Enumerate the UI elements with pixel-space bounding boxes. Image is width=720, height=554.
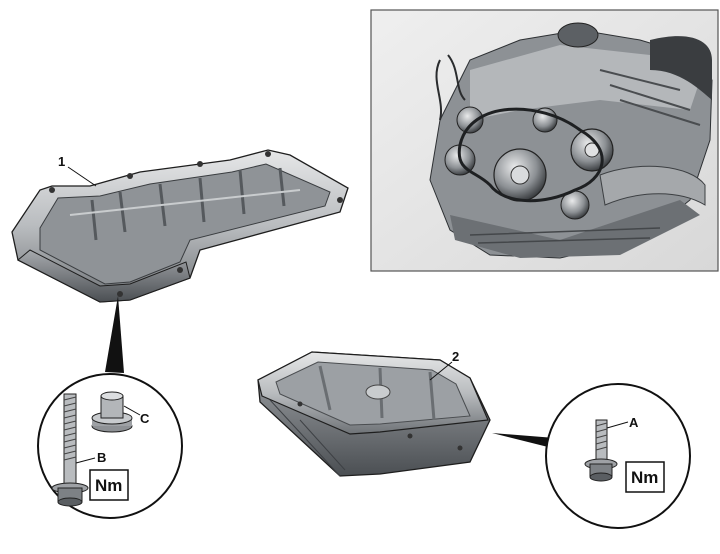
upper-oil-pan: [11, 149, 349, 303]
leader-line-c: [123, 405, 141, 416]
callout-label-c: C: [140, 411, 150, 426]
callout-circle-right: A Nm: [492, 383, 691, 529]
part-label-1: 1: [58, 154, 65, 169]
lower-oil-pan: [257, 351, 491, 477]
callout-label-b: B: [97, 450, 106, 465]
short-bolt-icon: [584, 419, 618, 482]
leader-line-1: [67, 166, 97, 187]
torque-box-left: [89, 469, 129, 501]
callout-label-a: A: [629, 415, 639, 430]
torque-box-right: [625, 461, 665, 493]
callout-circle-left: C B Nm: [37, 296, 183, 519]
leader-line-b: [75, 457, 96, 464]
leader-line-2: [429, 361, 453, 381]
leader-line-a: [606, 421, 629, 429]
long-bolt-icon: [51, 393, 89, 507]
part-label-2: 2: [452, 349, 459, 364]
torque-label-left: Nm: [95, 476, 122, 495]
sleeve-icon: [91, 391, 133, 433]
engine-photo: [370, 9, 719, 272]
torque-label-right: Nm: [631, 468, 658, 487]
